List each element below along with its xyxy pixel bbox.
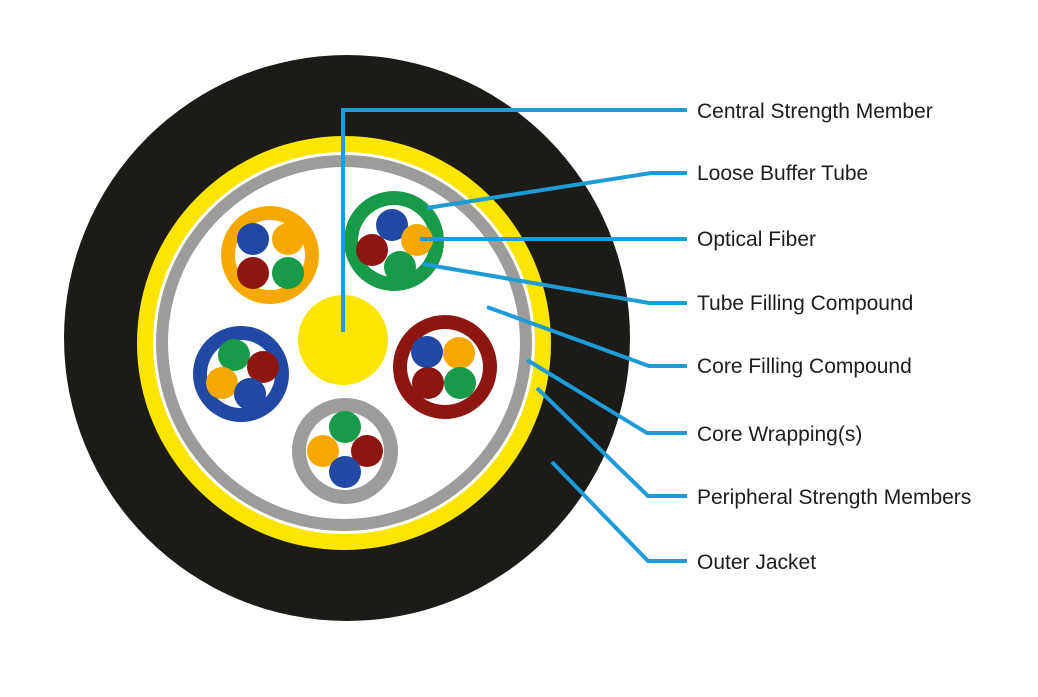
tube-filling — [306, 412, 384, 490]
leader-central-strength-member — [341, 108, 687, 332]
leader-tube-filling-compound — [422, 262, 687, 305]
loose-buffer-tube-top-left — [221, 206, 319, 304]
optical-fiber-dark_red — [351, 435, 383, 467]
label-outer-jacket: Outer Jacket — [697, 551, 816, 574]
optical-fiber-dark_red — [237, 257, 269, 289]
optical-fiber-green — [384, 251, 416, 283]
buffer-tubes-layer — [193, 191, 497, 504]
optical-fiber-green — [272, 257, 304, 289]
optical-fiber-green — [218, 339, 250, 371]
optical-fiber-amber — [272, 223, 304, 255]
optical-fiber-dark_red — [412, 367, 444, 399]
label-optical-fiber: Optical Fiber — [697, 228, 816, 251]
label-core-filling-compound: Core Filling Compound — [697, 355, 912, 378]
loose-buffer-tube-bottom — [292, 398, 398, 504]
optical-fiber-amber — [443, 337, 475, 369]
leader-core-wrapping — [525, 358, 687, 435]
optical-fiber-amber — [206, 367, 238, 399]
optical-fiber-green — [444, 367, 476, 399]
label-loose-buffer-tube: Loose Buffer Tube — [697, 162, 868, 185]
optical-fiber-green — [329, 411, 361, 443]
optical-fiber-amber — [401, 224, 433, 256]
optical-fiber-blue — [329, 456, 361, 488]
leader-loose-buffer-tube — [426, 171, 687, 210]
optical-fiber-blue — [234, 378, 266, 410]
leader-lines-layer — [341, 108, 687, 563]
optical-fiber-blue — [376, 209, 408, 241]
optical-fiber-blue — [237, 223, 269, 255]
leader-core-filling-compound — [486, 305, 687, 368]
label-peripheral-strength-members: Peripheral Strength Members — [697, 486, 971, 509]
label-central-strength-member: Central Strength Member — [697, 100, 933, 123]
loose-buffer-tube-right — [393, 315, 497, 419]
loose-buffer-tube-top-right — [344, 191, 444, 291]
optical-fiber-dark_red — [356, 234, 388, 266]
leader-peripheral-strength-members — [535, 386, 687, 498]
loose-buffer-tube-left — [193, 326, 289, 422]
optical-fiber-amber — [307, 435, 339, 467]
optical-fiber-dark_red — [247, 351, 279, 383]
label-tube-filling-compound: Tube Filling Compound — [697, 292, 913, 315]
labels-layer: Central Strength Member Loose Buffer Tub… — [697, 100, 971, 574]
optical-fiber-blue — [411, 336, 443, 368]
label-core-wrapping: Core Wrapping(s) — [697, 423, 862, 446]
central-strength-member — [298, 295, 388, 385]
leader-outer-jacket — [550, 460, 687, 563]
